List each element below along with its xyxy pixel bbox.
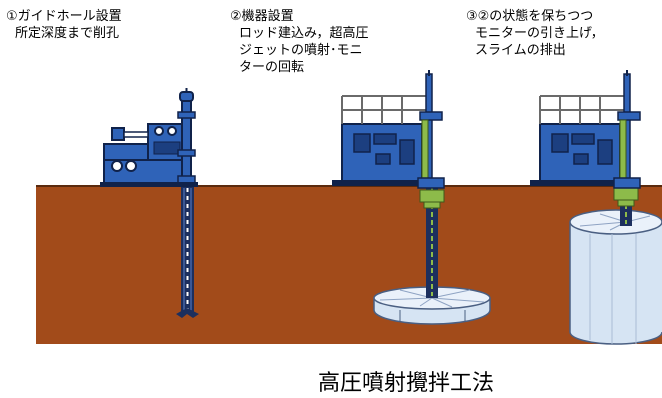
step2-line3: ジェットの噴射･モニ	[239, 43, 363, 58]
ground-soil	[36, 186, 662, 344]
step3-caption: ③②の状態を保ちつつ モニターの引き上げ， スライムの排出	[466, 8, 604, 59]
step2-line2: ロッド建込み，超高圧	[239, 26, 369, 41]
step3-line3: スライムの排出	[475, 43, 566, 58]
step3-raising-machine	[530, 70, 662, 345]
step1-caption: ①ガイドホール設置 所定深度まで削孔	[6, 8, 122, 42]
diagram-title: 高圧噴射攪拌工法	[317, 371, 494, 396]
rod	[426, 186, 438, 298]
drill-bit	[176, 308, 199, 318]
step2-line1: ②機器設置	[230, 9, 294, 24]
step3-line1: ③②の状態を保ちつつ	[466, 9, 594, 24]
step2-jet-machine	[332, 70, 491, 325]
step2-caption: ②機器設置 ロッド建込み，超高圧 ジェットの噴射･モニ ターの回転	[230, 8, 368, 76]
step1-drilling-machine	[100, 88, 199, 318]
step2-line4: ターの回転	[239, 60, 305, 75]
step3-line2: モニターの引き上げ，	[475, 26, 604, 41]
step1-line2: 所定深度まで削孔	[15, 26, 120, 41]
step1-line1: ①ガイドホール設置	[6, 9, 122, 24]
diagram-title-wrap: 高圧噴射攪拌工法	[0, 365, 662, 397]
